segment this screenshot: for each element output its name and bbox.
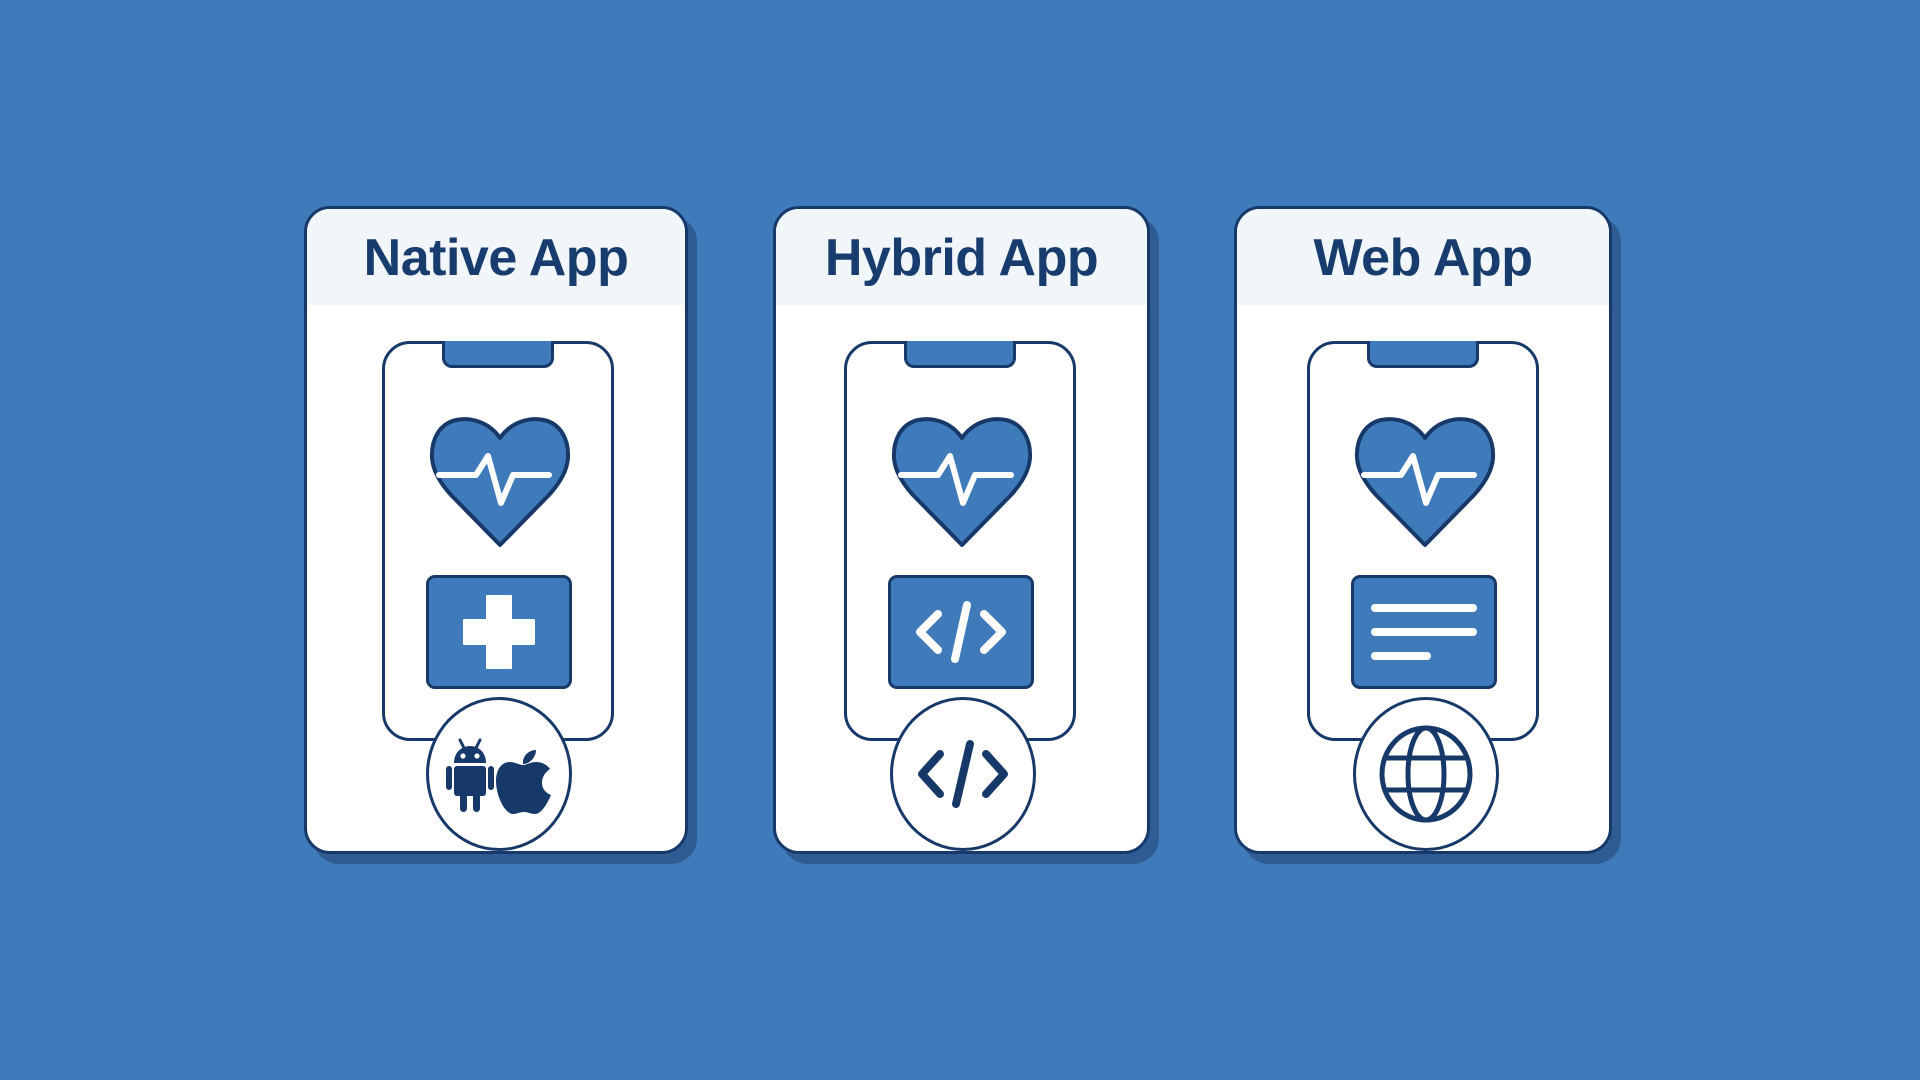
native-app-card: Native App: [304, 206, 688, 854]
heart-pulse-icon: [429, 414, 571, 548]
medical-cross-icon: [463, 595, 535, 669]
platform-badge: [1353, 697, 1499, 851]
card-header: Native App: [307, 209, 685, 305]
feature-box: [426, 575, 572, 689]
phone-notch: [904, 341, 1016, 368]
platform-badge: [426, 697, 572, 851]
feature-box: [888, 575, 1034, 689]
phone-illustration: [382, 341, 614, 741]
web-app-card: Web App: [1234, 206, 1612, 854]
heart-pulse-icon: [1354, 414, 1496, 548]
phone-notch: [442, 341, 554, 368]
card-header: Web App: [1237, 209, 1609, 305]
feature-box: [1351, 575, 1497, 689]
card-title: Hybrid App: [824, 229, 1099, 287]
phone-illustration: [844, 341, 1076, 741]
text-lines-icon: [1371, 604, 1477, 660]
heart-pulse-icon: [891, 414, 1033, 548]
code-brackets-icon: [916, 601, 1006, 663]
android-icon: [446, 738, 494, 812]
phone-illustration: [1307, 341, 1539, 741]
phone-notch: [1367, 341, 1479, 368]
card-title: Web App: [1313, 229, 1533, 287]
card-header: Hybrid App: [776, 209, 1147, 305]
apple-icon: [496, 750, 551, 814]
code-brackets-icon: [918, 740, 1008, 808]
card-title: Native App: [363, 229, 629, 287]
globe-icon: [1379, 725, 1473, 823]
hybrid-app-card: Hybrid App: [773, 206, 1150, 854]
platform-badge: [890, 697, 1036, 851]
